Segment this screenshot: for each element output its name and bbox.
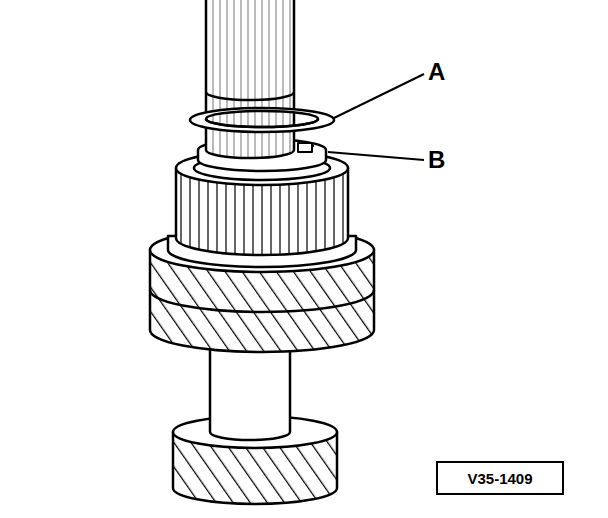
callout-letter: A	[428, 60, 445, 84]
figure-code-box: V35-1409	[436, 461, 564, 495]
figure-code: V35-1409	[467, 470, 532, 487]
callout-letter: B	[428, 148, 445, 172]
